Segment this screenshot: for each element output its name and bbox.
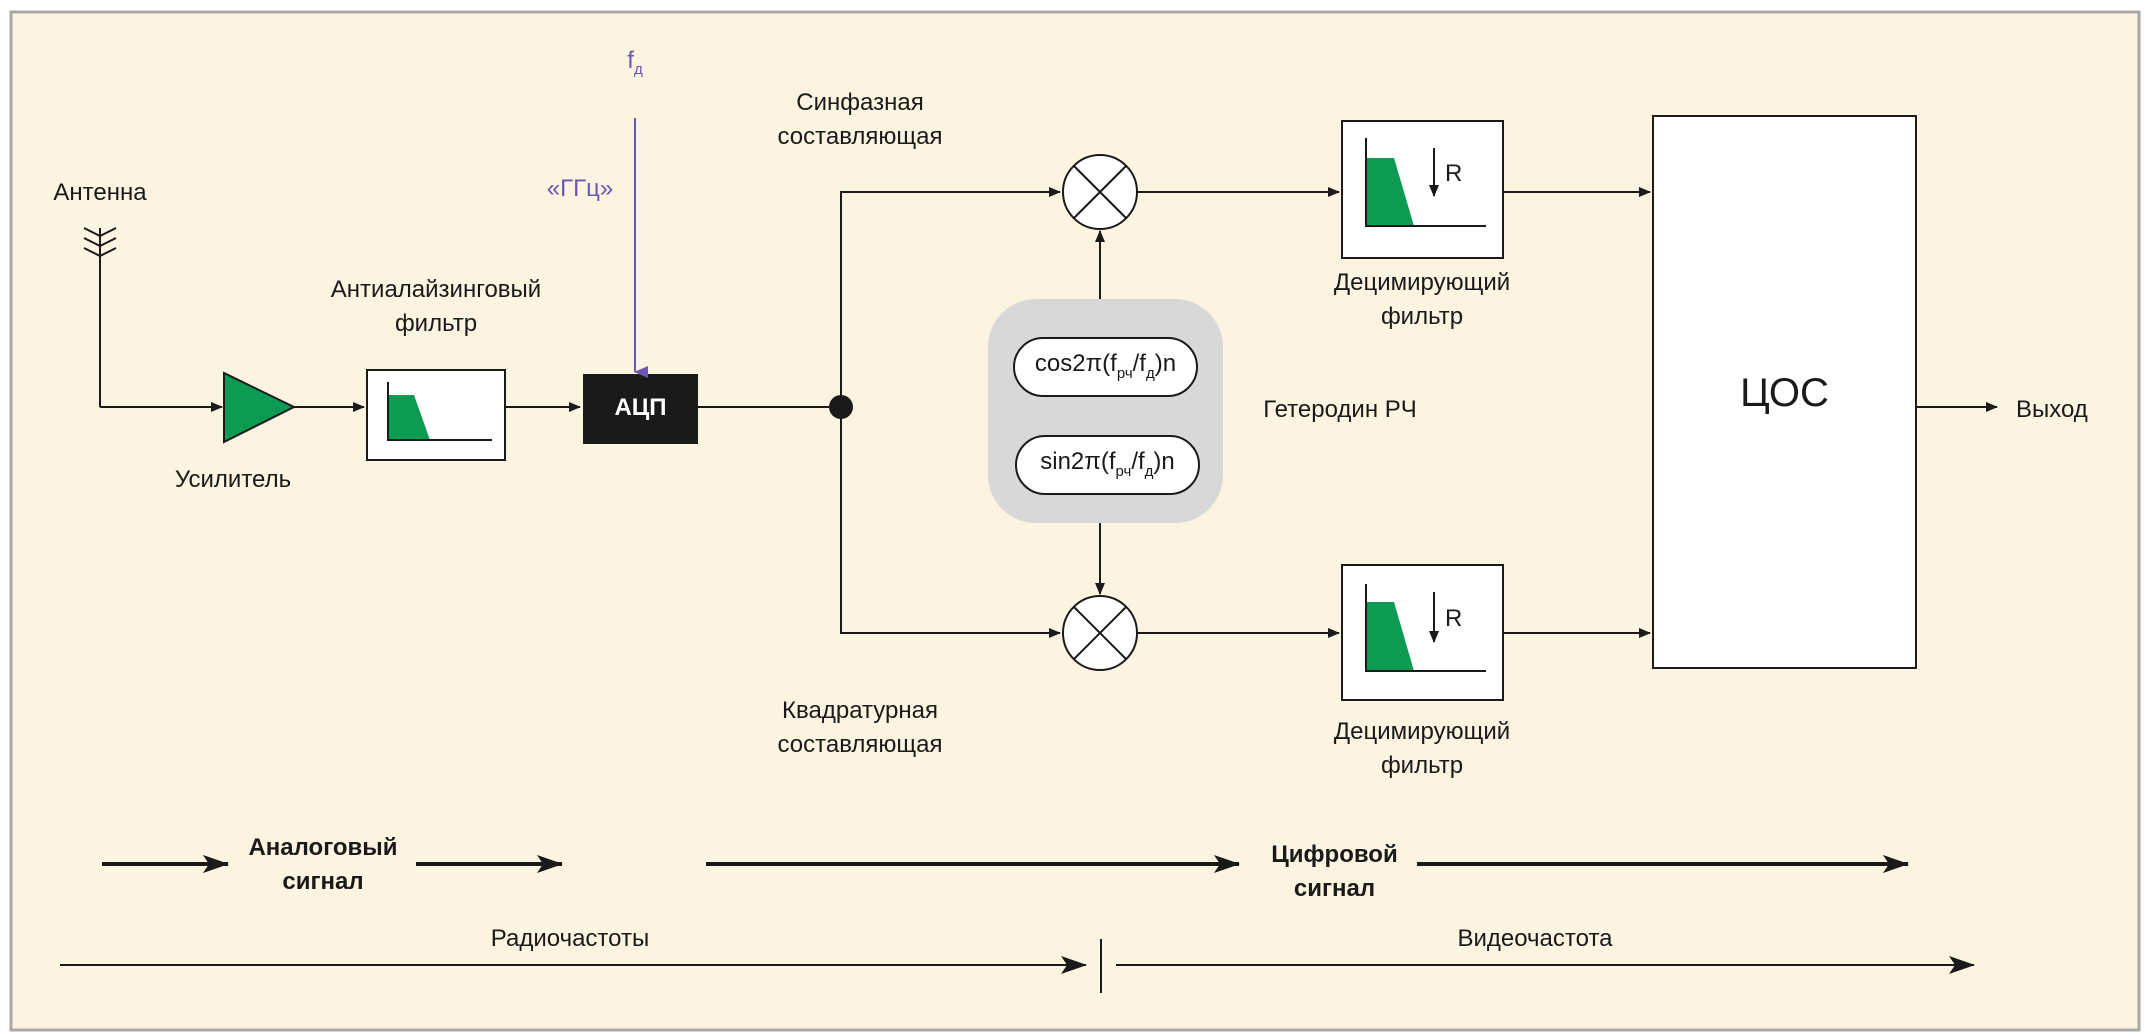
cos-formula-tail: )n	[1154, 350, 1177, 377]
antenna-label: Антенна	[53, 179, 147, 206]
sin-formula-box	[1015, 435, 1200, 495]
video-band-label: Видеочастота	[1457, 925, 1613, 952]
cos-formula-mid: /f	[1132, 350, 1146, 377]
sin-formula-sub1: рч	[1115, 463, 1132, 480]
dsp-block	[1652, 115, 1917, 669]
quadrature-label-line2: составляющая	[777, 731, 943, 758]
sin-formula-mid: /f	[1131, 448, 1145, 475]
output-label: Выход	[2016, 396, 2088, 423]
analog-signal-label: Аналоговый сигнал	[230, 831, 416, 899]
antialias-filter-label-line1: Антиалайзинговый	[330, 276, 542, 303]
inphase-label: Синфазная составляющая	[760, 86, 960, 154]
local-oscillator-label: Гетеродин РЧ	[1263, 396, 1417, 423]
cos-formula-box	[1013, 337, 1198, 397]
cos-formula-sub1: рч	[1116, 365, 1133, 382]
lowpass-response-icon	[1366, 158, 1414, 226]
inphase-label-line2: составляющая	[777, 123, 943, 150]
lowpass-response-icon	[388, 395, 430, 440]
analog-signal-label-line2: сигнал	[282, 868, 364, 895]
antialias-filter-label: Антиалайзинговый фильтр	[306, 273, 566, 341]
mixer-bottom-icon	[1062, 595, 1138, 671]
decimating-filter-top	[1341, 120, 1504, 259]
sin-formula-sub2: д	[1144, 463, 1154, 480]
digital-signal-label-line2: сигнал	[1293, 875, 1376, 902]
inphase-label-line1: Синфазная	[796, 89, 924, 116]
mixer-top-icon	[1062, 154, 1138, 230]
sampling-frequency-label: fд	[600, 44, 670, 87]
amplifier-icon	[223, 371, 297, 444]
sin-formula: sin2π(fрч/fд)n	[1016, 448, 1199, 480]
adc-label: АЦП	[614, 394, 667, 421]
lowpass-response-icon	[1366, 602, 1414, 671]
analog-signal-label-line1: Аналоговый	[248, 834, 398, 861]
amplifier-label: Усилитель	[174, 466, 292, 493]
frequency-band-arrows	[60, 939, 1975, 993]
decimating-filter-bottom-label: Децимирующий фильтр	[1322, 715, 1522, 783]
cos-formula-func: cos2π(f	[1034, 350, 1117, 377]
antialias-filter	[366, 369, 506, 461]
adc-block	[583, 374, 698, 444]
decimating-filter-top-label-line2: фильтр	[1380, 303, 1464, 330]
digital-signal-label-line1: Цифровой	[1271, 841, 1398, 868]
decimating-filter-top-label-line1: Децимирующий	[1333, 269, 1511, 296]
rf-band-label: Радиочастоты	[490, 925, 650, 952]
antenna-icon	[83, 227, 117, 407]
decimating-filter-bottom-label-line2: фильтр	[1380, 752, 1464, 779]
antialias-filter-label-line2: фильтр	[394, 310, 478, 337]
sin-formula-func: sin2π(f	[1040, 448, 1116, 475]
cos-formula: cos2π(fрч/fд)n	[1014, 350, 1197, 382]
quadrature-label-line1: Квадратурная	[782, 697, 938, 724]
dsp-label: ЦОС	[1740, 371, 1829, 415]
decimating-filter-bottom-r: R	[1445, 605, 1463, 632]
sampling-frequency-symbol: f	[627, 47, 634, 74]
decimating-filter-top-r: R	[1445, 160, 1463, 187]
quadrature-label: Квадратурная составляющая	[760, 694, 960, 762]
ghz-label: «ГГц»	[546, 175, 614, 202]
decimating-filter-top-label: Децимирующий фильтр	[1322, 266, 1522, 334]
digital-signal-label: Цифровой сигнал	[1252, 838, 1417, 906]
sin-formula-tail: )n	[1153, 448, 1175, 475]
sampling-frequency-sub: д	[633, 60, 643, 78]
decimating-filter-bottom-label-line1: Децимирующий	[1333, 718, 1511, 745]
decimating-filter-bottom	[1341, 564, 1504, 701]
cos-formula-sub2: д	[1145, 365, 1155, 382]
